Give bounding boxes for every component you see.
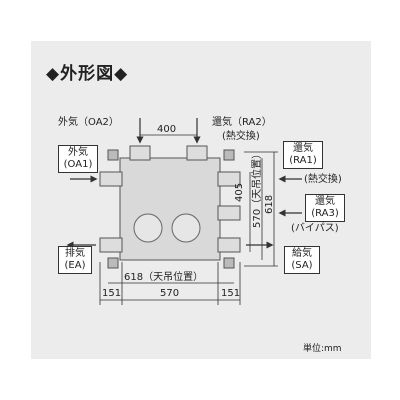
- label-ra1-line1: 還気: [293, 143, 313, 154]
- label-sa: 給気 (SA): [284, 246, 320, 274]
- top-duct-oa2: [129, 145, 151, 161]
- dim-right-middle-note: （天吊位置）: [252, 148, 263, 209]
- left-duct-oa1: [99, 171, 123, 187]
- unit-body: [119, 157, 221, 261]
- label-ra2: 還気（RA2）: [212, 117, 272, 128]
- label-ra3-note: (バイパス): [291, 223, 339, 234]
- label-sa-line1: 給気: [292, 248, 312, 259]
- inner-duct-port: [171, 213, 201, 243]
- right-duct-sa: [217, 237, 241, 253]
- dim-bottom-right: 151: [221, 288, 241, 299]
- dim-bottom-overall-note: （天吊位置）: [143, 272, 204, 283]
- label-oa1-line2: (OA1): [63, 159, 93, 170]
- right-duct-ra1: [217, 171, 241, 187]
- right-duct-ra3: [217, 205, 241, 221]
- label-ra3-line2: (RA3): [311, 208, 339, 219]
- label-ra1-line2: (RA1): [289, 155, 317, 166]
- unit-note: 単位:mm: [303, 344, 342, 354]
- label-ra3: 還気 (RA3): [305, 194, 345, 222]
- label-oa1: 外気 (OA1): [58, 145, 98, 173]
- dim-bottom-center: 570: [160, 288, 180, 299]
- dim-bottom-overall: 618（天吊位置）: [124, 272, 203, 284]
- dim-right-inner: 405: [234, 182, 245, 202]
- label-ra2-note: (熱交換): [222, 131, 260, 142]
- label-ea-line2: (EA): [64, 260, 86, 271]
- label-ea: 排気 (EA): [58, 246, 92, 274]
- dim-right-outer: 618: [264, 194, 275, 214]
- dim-right-middle: 570（天吊位置）: [252, 149, 264, 228]
- hanger-bracket: [223, 149, 235, 161]
- dim-bottom-left: 151: [102, 288, 122, 299]
- dim-top-width: 400: [157, 124, 177, 135]
- label-oa2: 外気（OA2）: [58, 117, 119, 128]
- dim-bottom-overall-value: 618: [124, 272, 144, 283]
- label-ra1: 還気 (RA1): [283, 141, 323, 169]
- hanger-bracket: [107, 149, 119, 161]
- label-sa-line2: (SA): [291, 260, 313, 271]
- page-title: ◆外形図◆: [46, 64, 129, 84]
- inner-duct-port: [133, 213, 163, 243]
- hanger-bracket: [107, 257, 119, 269]
- top-duct-ra2: [186, 145, 208, 161]
- dim-right-middle-value: 570: [252, 208, 263, 228]
- label-oa1-line1: 外気: [68, 147, 88, 158]
- label-ra1-note: (熱交換): [304, 174, 342, 185]
- left-duct-ea: [99, 237, 123, 253]
- hanger-bracket: [223, 257, 235, 269]
- label-ea-line1: 排気: [65, 248, 85, 259]
- label-ra3-line1: 還気: [315, 196, 335, 207]
